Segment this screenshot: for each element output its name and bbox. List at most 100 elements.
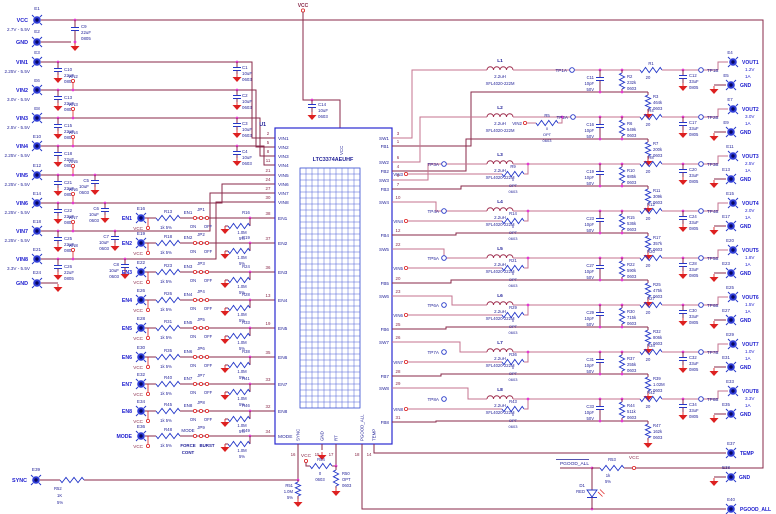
jumper-JP6[interactable] — [192, 354, 209, 359]
inductor-L7[interactable] — [486, 348, 514, 353]
resistor-R48[interactable] — [155, 432, 181, 440]
terminal-E23[interactable] — [725, 267, 737, 279]
resistor-R51[interactable] — [294, 481, 302, 497]
resistor-R39[interactable] — [644, 376, 652, 392]
testpoint-TP1B[interactable] — [698, 67, 704, 73]
resistor-R38[interactable] — [227, 361, 251, 369]
terminal-E22[interactable] — [135, 266, 147, 278]
testpoint-TP3A[interactable] — [441, 161, 447, 167]
terminal-E12[interactable] — [31, 169, 43, 181]
terminal-E21[interactable] — [31, 253, 43, 265]
jumper-pad[interactable] — [204, 381, 209, 386]
resistor-R45[interactable] — [155, 407, 181, 415]
jumper-pad[interactable] — [198, 297, 203, 302]
resistor-R47[interactable] — [644, 423, 652, 439]
testpoint-TP4B[interactable] — [698, 208, 704, 214]
resistor-R52[interactable] — [59, 476, 85, 484]
resistor-R11[interactable] — [644, 188, 652, 204]
jumper-JP7[interactable] — [192, 381, 209, 386]
testpoint-TP8A[interactable] — [441, 396, 447, 402]
resistor-R22[interactable] — [618, 260, 626, 278]
jumper-JP9[interactable] — [192, 433, 209, 438]
terminal-E30[interactable] — [135, 351, 147, 363]
resistor-R49[interactable] — [227, 440, 251, 448]
terminal-E39[interactable] — [30, 474, 42, 486]
jumper-pad[interactable] — [204, 240, 209, 245]
resistor-R42[interactable] — [639, 395, 663, 403]
terminal-E5[interactable] — [725, 79, 737, 91]
jumper-pad[interactable] — [198, 240, 203, 245]
jumper-pad[interactable] — [198, 215, 203, 220]
terminal-E37[interactable] — [725, 447, 737, 459]
resistor-R1[interactable] — [639, 66, 663, 74]
resistor-R8[interactable] — [639, 160, 663, 168]
jumper-pad[interactable] — [192, 215, 197, 220]
resistor-R7[interactable] — [644, 141, 652, 157]
resistor-R40[interactable] — [155, 380, 181, 388]
jumper-JP3[interactable] — [192, 269, 209, 274]
ic-body-U1[interactable] — [274, 127, 393, 445]
jumper-pad[interactable] — [192, 433, 197, 438]
resistor-R34[interactable] — [639, 348, 663, 356]
resistor-R53[interactable] — [599, 464, 625, 472]
terminal-E27[interactable] — [725, 314, 737, 326]
resistor-R10[interactable] — [618, 166, 626, 184]
resistor-R33[interactable] — [227, 332, 251, 340]
resistor-R54[interactable] — [309, 462, 333, 470]
terminal-E31[interactable] — [725, 361, 737, 373]
terminal-E13[interactable] — [725, 173, 737, 185]
resistor-R16[interactable] — [227, 222, 251, 230]
testpoint-TP1A[interactable] — [569, 67, 575, 73]
terminal-E6[interactable] — [31, 84, 43, 96]
inductor-L1[interactable] — [486, 66, 514, 71]
resistor-R5[interactable] — [535, 119, 559, 127]
jumper-JP8[interactable] — [192, 408, 209, 413]
testpoint-TP8B[interactable] — [698, 396, 704, 402]
inductor-L2[interactable] — [486, 113, 514, 118]
testpoint-TP5A[interactable] — [441, 255, 447, 261]
terminal-E18[interactable] — [31, 225, 43, 237]
jumper-pad[interactable] — [204, 354, 209, 359]
jumper-pad[interactable] — [192, 269, 197, 274]
resistor-R27[interactable] — [639, 301, 663, 309]
terminal-E17[interactable] — [725, 220, 737, 232]
resistor-R30[interactable] — [618, 307, 626, 325]
terminal-E4[interactable] — [727, 56, 739, 68]
terminal-E35[interactable] — [725, 408, 737, 420]
jumper-JP5[interactable] — [192, 325, 209, 330]
jumper-pad[interactable] — [192, 381, 197, 386]
resistor-R41[interactable] — [227, 388, 251, 396]
terminal-E2[interactable] — [31, 36, 43, 48]
resistor-R24[interactable] — [227, 276, 251, 284]
terminal-E14[interactable] — [31, 197, 43, 209]
resistor-R28[interactable] — [227, 304, 251, 312]
inductor-L8[interactable] — [486, 395, 514, 400]
inductor-L4[interactable] — [486, 207, 514, 212]
resistor-R4[interactable] — [639, 113, 663, 121]
terminal-E40[interactable] — [725, 503, 737, 514]
jumper-JP4[interactable] — [192, 297, 209, 302]
testpoint-TP5B[interactable] — [698, 255, 704, 261]
resistor-R44[interactable] — [618, 401, 626, 419]
terminal-E32[interactable] — [135, 378, 147, 390]
inductor-L5[interactable] — [486, 254, 514, 259]
resistor-R6[interactable] — [618, 119, 626, 137]
resistor-R12[interactable] — [639, 207, 663, 215]
terminal-E20[interactable] — [727, 244, 739, 256]
resistor-R3[interactable] — [644, 94, 652, 110]
resistor-R9[interactable] — [501, 170, 525, 178]
terminal-E33[interactable] — [727, 385, 739, 397]
resistor-R43[interactable] — [501, 405, 525, 413]
jumper-pad[interactable] — [204, 297, 209, 302]
testpoint-TP3B[interactable] — [698, 161, 704, 167]
terminal-E3[interactable] — [31, 56, 43, 68]
jumper-pad[interactable] — [204, 215, 209, 220]
resistor-R37[interactable] — [618, 354, 626, 372]
terminal-E7[interactable] — [727, 103, 739, 115]
testpoint-TP2B[interactable] — [698, 114, 704, 120]
jumper-pad[interactable] — [198, 408, 203, 413]
resistor-R25[interactable] — [644, 282, 652, 298]
terminal-E10[interactable] — [31, 140, 43, 152]
terminal-E38[interactable] — [725, 471, 737, 483]
terminal-E34[interactable] — [135, 405, 147, 417]
